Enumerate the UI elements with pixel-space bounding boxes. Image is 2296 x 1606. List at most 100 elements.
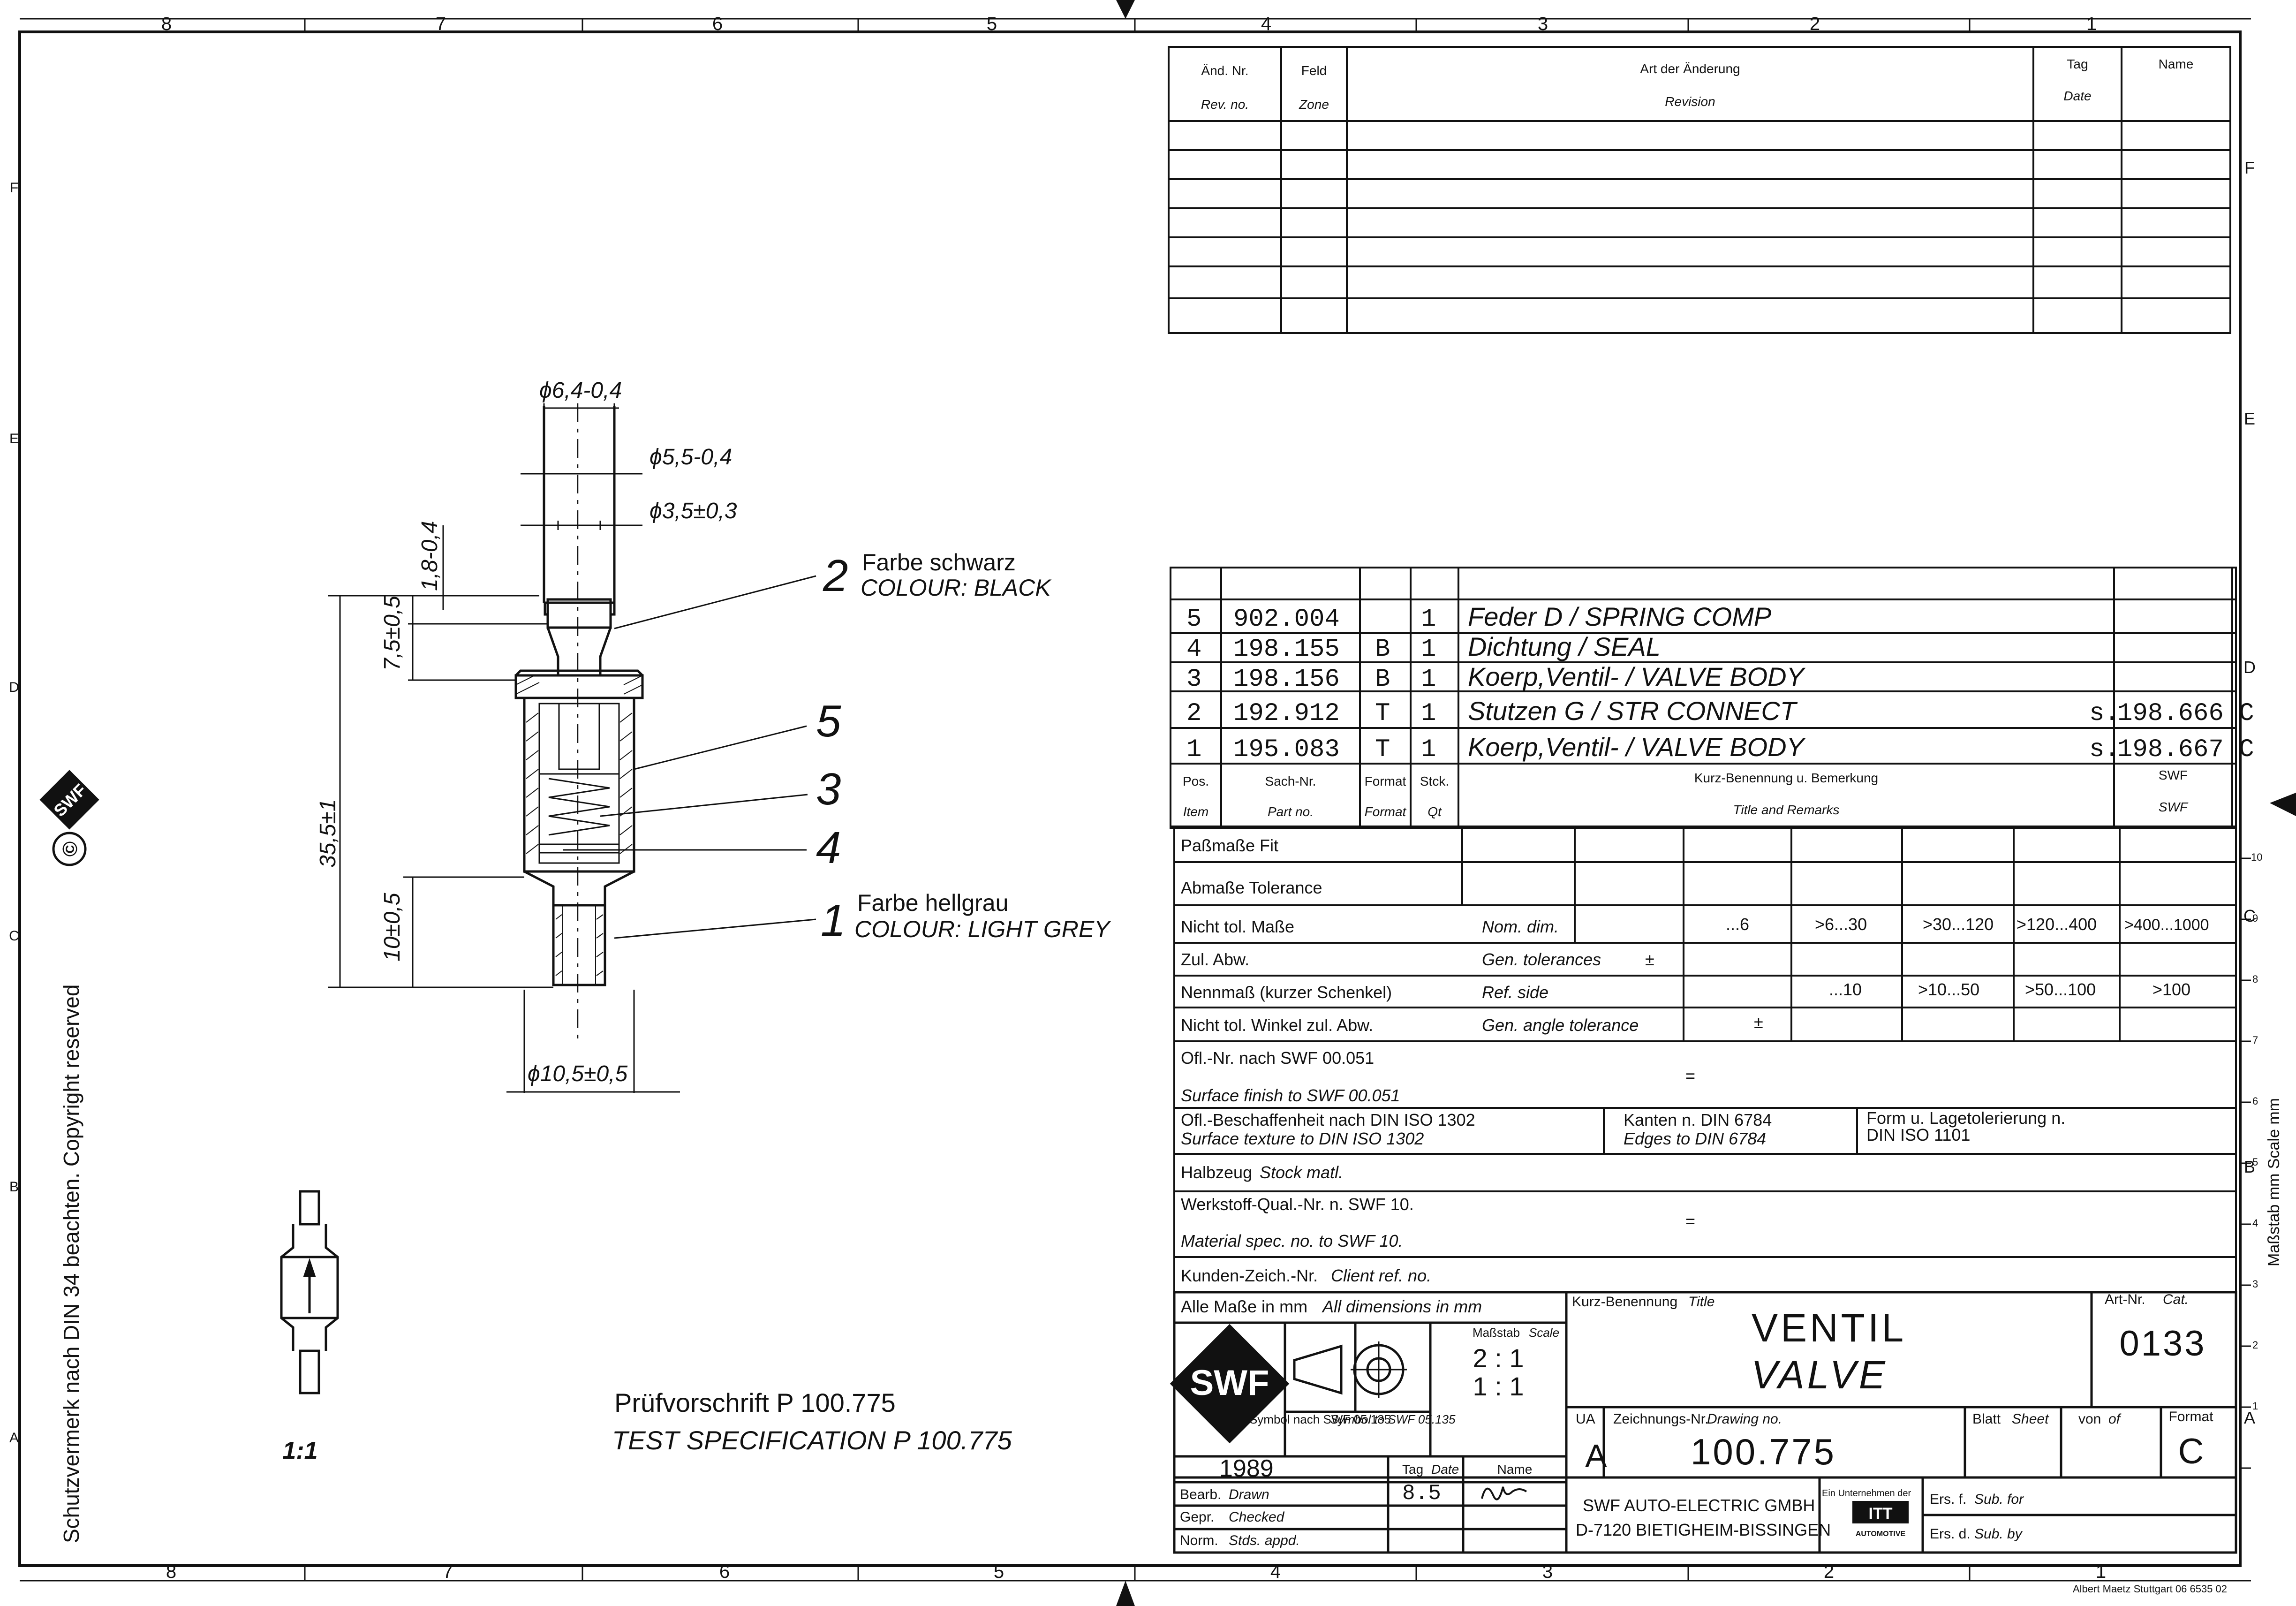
svg-text:198.155: 198.155 — [1233, 635, 1340, 664]
zone-label: 2 — [1824, 1561, 1834, 1582]
parts-list-headers: Pos. Item Sach-Nr. Part no. Format Forma… — [1183, 768, 2189, 819]
svg-text:Kurz-Benennung: Kurz-Benennung — [1572, 1294, 1677, 1310]
catalog-number: 0133 — [2119, 1324, 2206, 1364]
company-line-1: SWF AUTO-ELECTRIC GMBH — [1583, 1496, 1815, 1515]
dimension-texts: ϕ6,4-0,4 ϕ5,5-0,4 ϕ3,5±0,3 1,8-0,4 7,5±0… — [316, 378, 737, 1086]
svg-text:Drawing no.: Drawing no. — [1707, 1411, 1782, 1427]
copyright-symbol: © — [59, 841, 82, 856]
svg-text:Dichtung / SEAL: Dichtung / SEAL — [1468, 632, 1661, 661]
svg-text:902.004: 902.004 — [1233, 605, 1340, 634]
zone-label: 5 — [994, 1561, 1004, 1582]
svg-text:>10...50: >10...50 — [1918, 980, 1979, 999]
svg-text:Zone: Zone — [1299, 97, 1329, 112]
svg-text:T: T — [1375, 699, 1390, 728]
svg-text:Stutzen G / STR CONNECT: Stutzen G / STR CONNECT — [1468, 696, 1798, 726]
svg-text:1: 1 — [1421, 699, 1436, 728]
svg-text:s.: s. — [2089, 699, 2120, 728]
svg-text:1: 1 — [1421, 735, 1436, 764]
svg-text:Blatt: Blatt — [1972, 1411, 2001, 1427]
svg-text:Sheet: Sheet — [2012, 1411, 2049, 1427]
title-en: VALVE — [1751, 1353, 1888, 1397]
svg-text:Revision: Revision — [1665, 94, 1715, 109]
svg-text:Date: Date — [2063, 89, 2091, 103]
svg-text:SWF: SWF — [2159, 800, 2189, 814]
svg-text:von: von — [2078, 1411, 2101, 1427]
svg-text:5: 5 — [2252, 1156, 2258, 1168]
svg-text:Gen. angle tolerance: Gen. angle tolerance — [1482, 1015, 1639, 1035]
parts-row: 3 198.156 B 1 Koerp,Ventil- / VALVE BODY — [1186, 662, 1806, 694]
svg-text:Checked: Checked — [1229, 1509, 1285, 1525]
svg-text:Kunden-Zeich.-Nr.: Kunden-Zeich.-Nr. — [1181, 1266, 1318, 1285]
svg-text:Norm.: Norm. — [1180, 1533, 1218, 1548]
svg-text:AUTOMOTIVE: AUTOMOTIVE — [1856, 1530, 1906, 1538]
svg-text:Zeichnungs-Nr.: Zeichnungs-Nr. — [1613, 1411, 1708, 1427]
parts-list-grid — [1170, 567, 2237, 829]
parts-list-rows: 5 902.004 1 Feder D / SPRING COMP 4 198.… — [1186, 602, 2254, 764]
title-de: VENTIL — [1752, 1306, 1906, 1350]
svg-text:Symbol nach SWF 05.135: Symbol nach SWF 05.135 — [1249, 1412, 1391, 1426]
callout-num-1: 1 — [821, 895, 846, 946]
svg-text:9: 9 — [2252, 912, 2258, 924]
svg-text:Kanten n. DIN 6784: Kanten n. DIN 6784 — [1624, 1110, 1772, 1129]
svg-text:198.156: 198.156 — [1233, 665, 1340, 694]
svg-text:T: T — [1375, 735, 1390, 764]
svg-text:3: 3 — [2252, 1278, 2258, 1290]
svg-text:Kurz-Benennung u. Bemerkung: Kurz-Benennung u. Bemerkung — [1694, 771, 1878, 785]
dim-bottom-diameter: ϕ10,5±0,5 — [528, 1061, 627, 1086]
scale-ruler — [2240, 840, 2251, 1492]
svg-text:Name: Name — [1497, 1462, 1533, 1477]
date-value: 8.5 — [1402, 1481, 1441, 1506]
svg-text:±: ± — [1645, 950, 1654, 969]
svg-text:1: 1 — [1421, 635, 1436, 664]
signature — [1481, 1486, 1527, 1500]
svg-text:Rev. no.: Rev. no. — [1201, 97, 1249, 112]
svg-text:UA: UA — [1576, 1411, 1595, 1427]
svg-text:198.666 C: 198.666 C — [2117, 699, 2254, 728]
svg-text:Halbzeug: Halbzeug — [1181, 1163, 1252, 1182]
svg-text:Stck.: Stck. — [1420, 774, 1449, 788]
dim-upper-height: 7,5±0,5 — [380, 596, 405, 671]
zone-label: 3 — [1538, 14, 1548, 34]
valve-section-view — [514, 403, 644, 1041]
svg-text:Gepr.: Gepr. — [1180, 1509, 1214, 1525]
svg-text:>50...100: >50...100 — [2025, 980, 2096, 999]
test-spec-en: TEST SPECIFICATION P 100.775 — [612, 1425, 1012, 1455]
svg-text:1: 1 — [2252, 1400, 2258, 1412]
copyright-text: Schutzvermerk nach DIN 34 beachten. Copy… — [59, 985, 83, 1543]
svg-text:>6...30: >6...30 — [1815, 915, 1867, 934]
callouts: 2 Farbe schwarz COLOUR: BLACK 5 3 4 1 Fa… — [816, 549, 1111, 946]
zone-label: 2 — [1810, 14, 1820, 34]
svg-text:Scale: Scale — [1529, 1326, 1559, 1340]
callout-1-de: Farbe hellgrau — [857, 890, 1008, 916]
svg-text:4: 4 — [1186, 635, 1201, 664]
zone-label: D — [9, 680, 19, 695]
svg-text:6: 6 — [2252, 1095, 2258, 1107]
zone-label: D — [2243, 658, 2256, 677]
dim-inner-diameter: ϕ3,5±0,3 — [650, 499, 737, 523]
svg-text:Sub. by: Sub. by — [1974, 1526, 2023, 1542]
zone-label: B — [2244, 1157, 2255, 1176]
svg-text:...10: ...10 — [1829, 980, 1862, 999]
zone-label: E — [2244, 409, 2255, 428]
zone-label: C — [2243, 906, 2256, 925]
svg-text:Koerp,Ventil- / VALVE BODY: Koerp,Ventil- / VALVE BODY — [1468, 732, 1806, 762]
dim-total-length: 35,5±1 — [316, 799, 340, 868]
callout-num-2: 2 — [823, 551, 848, 601]
zone-label: 1 — [2086, 14, 2097, 34]
svg-text:198.667 C: 198.667 C — [2117, 735, 2254, 764]
svg-text:Paßmaße Fit: Paßmaße Fit — [1181, 836, 1278, 855]
svg-text:Stds. appd.: Stds. appd. — [1229, 1533, 1300, 1548]
zone-label: 1 — [2096, 1561, 2106, 1582]
svg-text:Format: Format — [1365, 804, 1407, 819]
svg-text:>30...120: >30...120 — [1923, 915, 1994, 934]
svg-text:=: = — [1685, 1212, 1695, 1231]
company-line-2: D-7120 BIETIGHEIM-BISSINGEN — [1576, 1520, 1831, 1539]
callout-2-de: Farbe schwarz — [862, 549, 1016, 576]
svg-text:Format: Format — [1365, 774, 1406, 788]
svg-text:10: 10 — [2251, 851, 2262, 863]
sheet-frame — [18, 0, 2296, 1606]
callout-1-en: COLOUR: LIGHT GREY — [854, 916, 1111, 942]
svg-text:Art der Änderung: Art der Änderung — [1640, 61, 1740, 76]
projection-symbol-icon — [1293, 1341, 1407, 1398]
